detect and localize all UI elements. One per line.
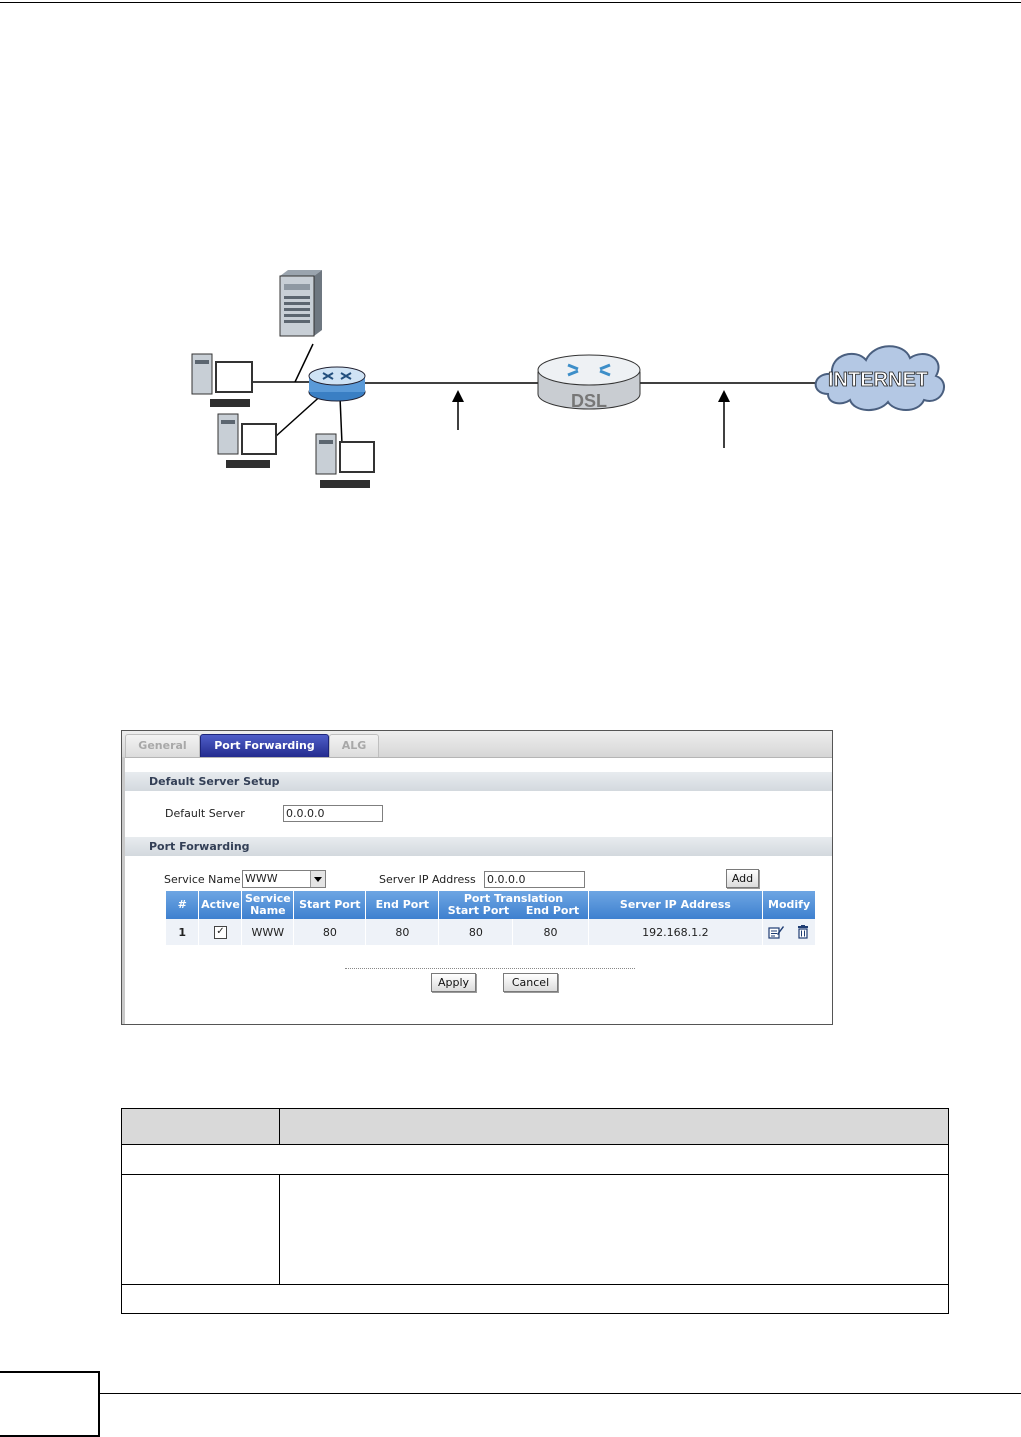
row-service-name: WWW	[241, 919, 295, 945]
tab-alg[interactable]: ALG	[329, 734, 379, 757]
delete-icon[interactable]	[796, 925, 810, 939]
table-row: 1 ✓ WWW 80 80 80 80 192.168.1.2	[166, 919, 815, 945]
default-server-section-header: Default Server Setup	[125, 772, 832, 791]
default-server-input[interactable]: 0.0.0.0	[283, 805, 383, 822]
internet-label: INTERNET	[828, 369, 928, 391]
chevron-down-icon[interactable]	[310, 871, 325, 887]
switch-icon	[308, 366, 366, 402]
row-start-port: 80	[293, 919, 367, 945]
server-ip-label: Server IP Address	[379, 873, 476, 886]
port-forwarding-screen: General Port Forwarding ALG Default Serv…	[121, 730, 833, 1025]
row-server-ip: 192.168.1.2	[588, 919, 764, 945]
col-pt-start-port: Start Port	[447, 904, 510, 917]
arrow-up-icon	[452, 390, 464, 430]
column-divider	[279, 1175, 280, 1284]
dsl-label: DSL	[571, 391, 607, 411]
service-name-select[interactable]: WWW	[242, 870, 326, 888]
row-pt-start-port: 80	[438, 919, 514, 945]
description-table-header	[122, 1109, 948, 1145]
col-server-ip: Server IP Address	[588, 891, 764, 919]
table-header-row: # Active Service Name Start Port End Por…	[166, 891, 815, 919]
dsl-router-icon: DSL	[537, 354, 641, 411]
column-divider	[279, 1109, 280, 1144]
divider	[345, 968, 635, 969]
port-forwarding-table: # Active Service Name Start Port End Por…	[166, 891, 815, 945]
internet-cloud-icon: INTERNET	[814, 345, 945, 411]
row-divider	[122, 1174, 948, 1175]
network-diagram: DSL INTERNET	[191, 270, 945, 488]
page-number-box	[0, 1371, 100, 1437]
row-pt-end-port: 80	[512, 919, 589, 945]
tab-general[interactable]: General	[125, 734, 200, 757]
active-checkbox[interactable]: ✓	[213, 925, 227, 939]
row-num: 1	[166, 919, 200, 945]
edit-icon[interactable]	[768, 925, 785, 939]
add-button[interactable]: Add	[726, 869, 759, 888]
server-icon	[279, 270, 322, 337]
arrow-up-icon	[718, 390, 730, 448]
col-end-port: End Port	[365, 891, 440, 919]
computer-icon	[315, 433, 375, 488]
tab-bar: General Port Forwarding ALG	[122, 731, 832, 758]
default-server-label: Default Server	[165, 807, 245, 820]
col-pt-end-port: End Port	[525, 904, 580, 917]
computer-icon	[217, 413, 277, 468]
footer-rule	[0, 1393, 1021, 1394]
header-rule	[0, 2, 1021, 3]
row-end-port: 80	[365, 919, 440, 945]
col-service-name-line2: Name	[250, 904, 286, 917]
service-name-value: WWW	[245, 872, 278, 885]
row-divider	[122, 1284, 948, 1285]
left-edge	[122, 757, 125, 1024]
server-ip-input[interactable]: 0.0.0.0	[484, 871, 585, 888]
row-modify-cell	[762, 919, 815, 945]
col-active: Active	[198, 891, 243, 919]
apply-button[interactable]: Apply	[431, 973, 476, 992]
col-num: #	[166, 891, 200, 919]
col-start-port: Start Port	[293, 891, 367, 919]
computer-icon	[191, 353, 253, 407]
col-modify: Modify	[762, 891, 815, 919]
service-name-label: Service Name	[164, 873, 241, 886]
col-port-translation: Port Translation Start Port End Port	[438, 891, 589, 919]
row-active-cell: ✓	[198, 919, 243, 945]
field-description-table	[121, 1108, 949, 1314]
col-service-name-line1: Service	[244, 892, 291, 905]
col-service-name: Service Name	[241, 891, 295, 919]
cancel-button[interactable]: Cancel	[503, 973, 558, 992]
tab-port-forwarding[interactable]: Port Forwarding	[200, 734, 329, 757]
port-forwarding-section-header: Port Forwarding	[125, 837, 832, 856]
col-port-translation-sub: Start Port End Port	[439, 905, 587, 917]
col-port-translation-title: Port Translation	[463, 892, 564, 905]
